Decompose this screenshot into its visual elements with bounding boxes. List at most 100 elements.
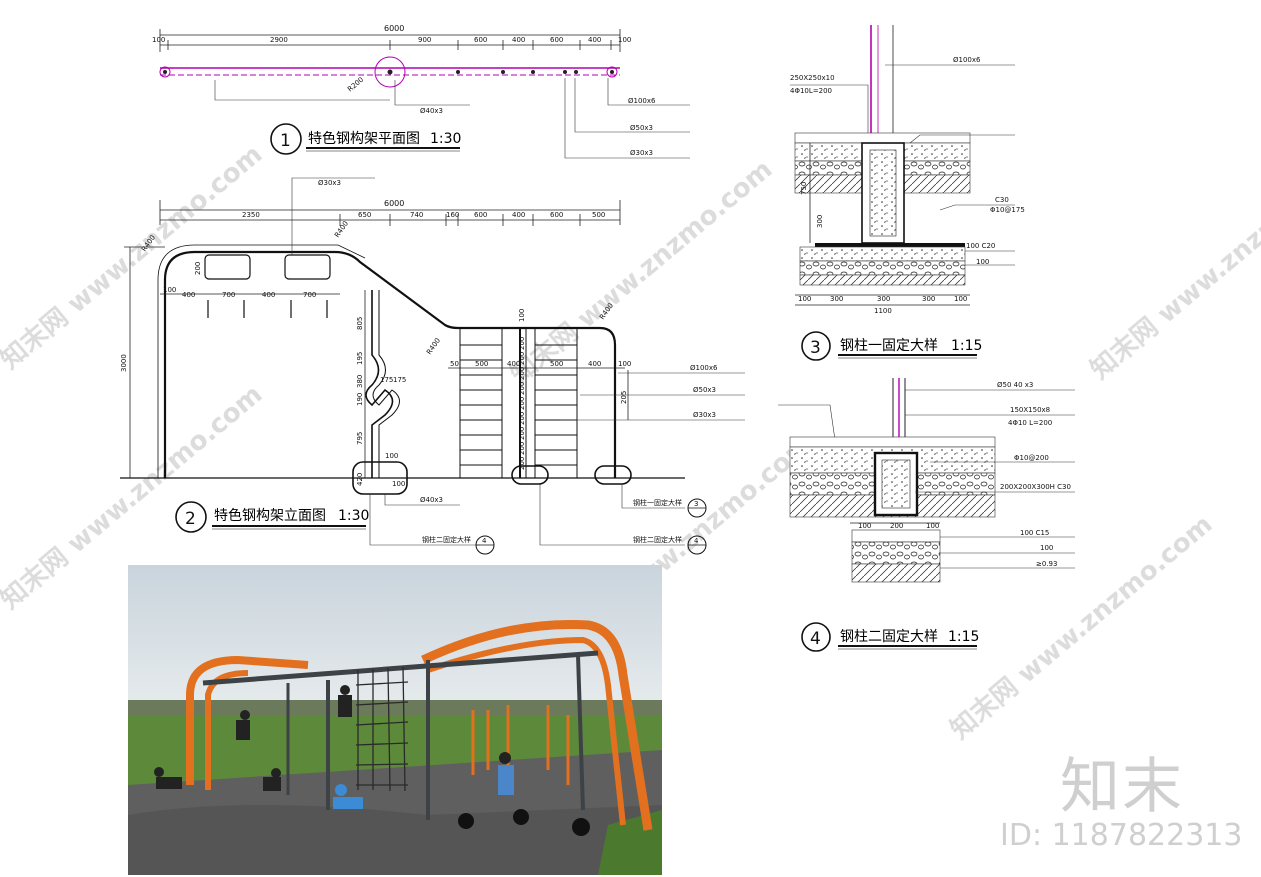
elev-callout: Ø30x3 bbox=[693, 411, 716, 419]
d4-title-number: 4 bbox=[810, 629, 821, 649]
elev-total-dim: 6000 bbox=[384, 199, 404, 208]
d3-layer1: 100 C20 bbox=[966, 242, 995, 250]
svg-text:200: 200 bbox=[518, 427, 526, 440]
watermark-text: 知末网 www.znzmo.com bbox=[0, 139, 268, 375]
plan-callout: Ø40x3 bbox=[420, 107, 443, 115]
svg-text:200: 200 bbox=[518, 397, 526, 410]
d4-bolt: 4Φ10 L=200 bbox=[1008, 419, 1052, 427]
watermark-text: 知末网 www.znzmo.com bbox=[505, 154, 778, 390]
watermark-text: 知末网 www.znzmo.com bbox=[1085, 149, 1261, 385]
footing-marker bbox=[352, 461, 408, 495]
d4-layer2: 100 bbox=[1040, 544, 1053, 552]
svg-text:200: 200 bbox=[518, 367, 526, 380]
d4-base-dim: 100 bbox=[858, 522, 871, 530]
elev-lower-dim: 700 bbox=[222, 291, 235, 299]
elev-vdim: 195 bbox=[356, 352, 364, 365]
elev-bottom-dim: 100 bbox=[385, 452, 398, 460]
elev-dim: 650 bbox=[358, 211, 371, 219]
plan-radius: R200 bbox=[346, 76, 365, 94]
ladder-vdims: 100 200 200 200 200 200 200 200 200 200 bbox=[518, 309, 526, 470]
ref-label: 钢柱一固定大样 bbox=[633, 498, 682, 507]
elev-height: 3000 bbox=[120, 354, 128, 372]
d3-conc: C30 bbox=[995, 196, 1009, 204]
elev-top-callout: Ø30x3 bbox=[318, 179, 341, 187]
svg-text:100: 100 bbox=[518, 309, 526, 322]
plan-dim-ticks bbox=[167, 40, 612, 50]
photo-illustration bbox=[128, 565, 662, 875]
d3-base-dim: 100 bbox=[798, 295, 811, 303]
detail-3: Ø100x6 250X250x10 4Φ10L=200 750 300 C30 … bbox=[790, 25, 1025, 361]
brand-watermark: 知末 bbox=[1060, 752, 1184, 822]
svg-text:200: 200 bbox=[518, 457, 526, 470]
plan-total-dim: 6000 bbox=[384, 24, 404, 33]
elev-radius: R400 bbox=[425, 337, 442, 357]
elev-vdim: 795 bbox=[356, 432, 364, 445]
d3-base-dim: 300 bbox=[830, 295, 843, 303]
elev-dim: 160 bbox=[446, 211, 459, 219]
d4-base-dim: 100 bbox=[926, 522, 939, 530]
d3-pipe: Ø100x6 bbox=[953, 56, 981, 64]
right-vdim: 205 bbox=[620, 391, 628, 404]
elev-scale: 1:30 bbox=[338, 508, 369, 524]
elev-title-number: 2 bbox=[185, 509, 196, 529]
d3-base-dim: 100 bbox=[954, 295, 967, 303]
elev-dim: 2350 bbox=[242, 211, 260, 219]
elev-dim: 400 bbox=[512, 211, 525, 219]
id-label: ID: 1187822313 bbox=[1000, 818, 1243, 853]
elev-mid-dim: 175 bbox=[380, 376, 393, 384]
elev-lower-dim: 700 bbox=[303, 291, 316, 299]
elev-vdim: 420 bbox=[356, 473, 364, 486]
d3-layer2: 100 bbox=[976, 258, 989, 266]
elevation-view: 6000 2350 650 740 160 600 400 600 500 30… bbox=[120, 177, 745, 555]
elev-dim: 500 bbox=[592, 211, 605, 219]
plan-title-number: 1 bbox=[280, 131, 291, 151]
elev-dim: 740 bbox=[410, 211, 423, 219]
hanging-rings bbox=[204, 254, 331, 318]
d4-footing-spec: 200X200X300H C30 bbox=[1000, 483, 1071, 491]
d3-plate: 250X250x10 bbox=[790, 74, 835, 82]
ladder-right bbox=[534, 327, 578, 479]
svg-text:200: 200 bbox=[518, 412, 526, 425]
elev-bottom-dim: 100 bbox=[392, 480, 405, 488]
plan-callout: Ø100x6 bbox=[628, 97, 656, 105]
ladder-dim: 500 bbox=[550, 360, 563, 368]
elev-callout: Ø100x6 bbox=[690, 364, 718, 372]
elev-vdim: 190 bbox=[356, 393, 364, 406]
elev-lower-dim: 100 bbox=[163, 286, 176, 294]
ladder-left bbox=[459, 327, 503, 479]
d4-comp: ≥0.93 bbox=[1036, 560, 1057, 568]
d3-bolt: 4Φ10L=200 bbox=[790, 87, 832, 95]
d3-base-total: 1100 bbox=[874, 307, 892, 315]
elev-dim: 600 bbox=[550, 211, 563, 219]
d3-base-dim: 300 bbox=[877, 295, 890, 303]
svg-text:200: 200 bbox=[518, 382, 526, 395]
watermark-text: 知末网 www.znzmo.com bbox=[945, 509, 1218, 745]
footing-marker bbox=[594, 465, 632, 485]
svg-text:200: 200 bbox=[518, 442, 526, 455]
plan-dim: 400 bbox=[512, 36, 525, 44]
plan-view: 6000 100 2900 900 600 400 600 400 100 R2… bbox=[152, 24, 690, 159]
elev-radius: R400 bbox=[333, 220, 350, 240]
d3-rebar: Φ10@175 bbox=[990, 206, 1025, 214]
elev-vdim: 805 bbox=[356, 317, 364, 330]
d3-scale: 1:15 bbox=[951, 338, 982, 354]
d3-title-number: 3 bbox=[810, 338, 821, 358]
d3-title: 钢柱一固定大样 bbox=[840, 338, 938, 354]
plan-callout: Ø50x3 bbox=[630, 124, 653, 132]
elev-lower-dim: 400 bbox=[262, 291, 275, 299]
d3-depth: 750 bbox=[800, 182, 808, 195]
d3-base-dim: 300 bbox=[922, 295, 935, 303]
plan-dim: 400 bbox=[588, 36, 601, 44]
ref-num: 4 bbox=[482, 537, 487, 545]
plan-scale: 1:30 bbox=[430, 131, 461, 147]
d4-title: 钢柱二固定大样 bbox=[840, 629, 938, 645]
plan-dim: 100 bbox=[618, 36, 631, 44]
plan-dim: 600 bbox=[550, 36, 563, 44]
ladder-dim: 100 bbox=[618, 360, 631, 368]
ladder-dim: 400 bbox=[588, 360, 601, 368]
reference-photo bbox=[128, 565, 662, 875]
detail-4: Ø50 40 x3 150X150x8 4Φ10 L=200 Φ10@200 2… bbox=[778, 378, 1075, 652]
ref-num: 4 bbox=[694, 537, 699, 545]
d4-rebar: Φ10@200 bbox=[1014, 454, 1049, 462]
